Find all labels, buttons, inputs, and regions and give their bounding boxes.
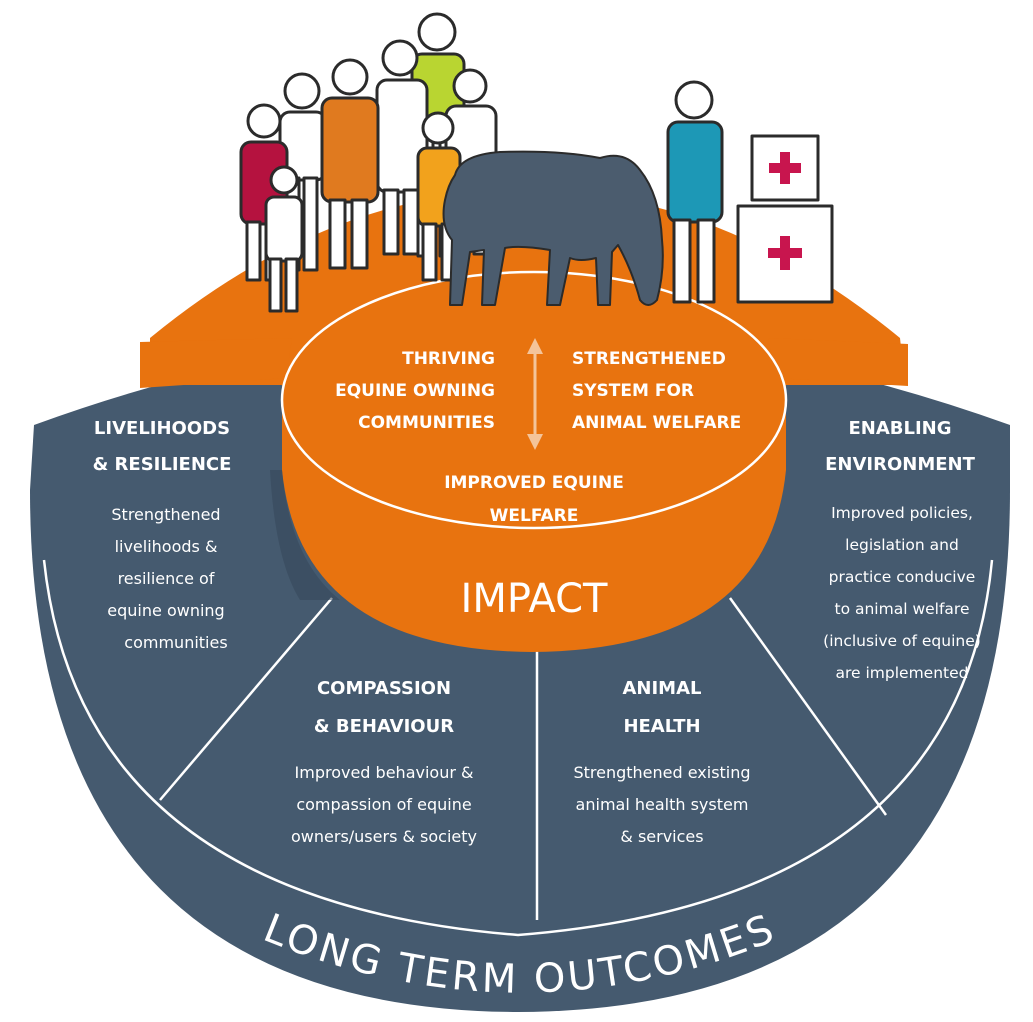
disc-shadow: [270, 470, 340, 600]
impact-bottom-line-2: WELFARE: [490, 506, 579, 526]
first-aid-kit-icon: [750, 134, 820, 202]
person-icon: [666, 80, 724, 304]
animal-health-body-3: & services: [620, 827, 703, 846]
impact-left-line-3: COMMUNITIES: [358, 413, 495, 433]
enabling-body-2: legislation and: [845, 536, 959, 554]
livelihoods-body-4: equine owning: [107, 601, 224, 620]
impact-right-line-2: SYSTEM FOR: [572, 381, 694, 401]
outcomes-ring-line: [42, 559, 994, 937]
outcome-compassion: COMPASSION & BEHAVIOUR Improved behaviou…: [291, 678, 477, 846]
animal-health-body-1: Strengthened existing: [573, 763, 750, 782]
impact-left-line-2: EQUINE OWNING: [335, 381, 495, 401]
livelihoods-body-2: livelihoods &: [115, 537, 218, 556]
illustration: [239, 12, 834, 313]
enabling-body-3: practice conducive: [829, 568, 976, 586]
enabling-heading-1: ENABLING: [848, 418, 951, 439]
livelihoods-heading-2: & RESILIENCE: [93, 454, 232, 475]
person-icon: [320, 58, 380, 270]
animal-health-heading-1: ANIMAL: [622, 678, 701, 699]
compassion-heading-2: & BEHAVIOUR: [314, 716, 454, 737]
divider-left: [159, 597, 333, 801]
outcome-enabling-environment: ENABLING ENVIRONMENT Improved policies, …: [823, 418, 981, 682]
compassion-body-1: Improved behaviour &: [295, 763, 474, 782]
impact-right-outcome: STRENGTHENED SYSTEM FOR ANIMAL WELFARE: [572, 349, 741, 433]
double-arrow-icon: [527, 338, 543, 450]
livelihoods-heading-1: LIVELIHOODS: [94, 418, 230, 439]
first-aid-kit-icon: [736, 204, 834, 304]
compassion-body-3: owners/users & society: [291, 827, 477, 846]
enabling-body-5: (inclusive of equine): [823, 632, 981, 650]
horse-icon: [442, 150, 664, 306]
enabling-body-6: are implemented: [836, 664, 969, 682]
impact-bottom-outcome: IMPROVED EQUINE WELFARE: [444, 473, 624, 526]
impact-left-line-1: THRIVING: [402, 349, 495, 369]
impact-left-outcome: THRIVING EQUINE OWNING COMMUNITIES: [335, 349, 495, 433]
person-icon: [264, 165, 304, 313]
livelihoods-body-3: resilience of: [118, 569, 215, 588]
platform-left-ledge: [140, 338, 292, 388]
impact-title: IMPACT: [461, 576, 608, 622]
livelihoods-body-1: Strengthened: [111, 505, 220, 524]
outcome-animal-health: ANIMAL HEALTH Strengthened existing anim…: [573, 678, 750, 846]
enabling-body-4: to animal welfare: [835, 600, 970, 618]
enabling-body-1: Improved policies,: [831, 504, 973, 522]
impact-disc-rim: [280, 270, 788, 530]
animal-health-heading-2: HEALTH: [623, 716, 700, 737]
divider-right: [728, 597, 888, 816]
compassion-heading-1: COMPASSION: [317, 678, 451, 699]
animal-health-body-2: animal health system: [576, 795, 749, 814]
impact-right-line-1: STRENGTHENED: [572, 349, 726, 369]
compassion-body-2: compassion of equine: [296, 795, 471, 814]
platform-right-ledge: [768, 338, 908, 386]
enabling-heading-2: ENVIRONMENT: [825, 454, 975, 475]
livelihoods-body-5: communities: [124, 633, 227, 652]
impact-bottom-line-1: IMPROVED EQUINE: [444, 473, 624, 493]
impact-right-line-3: ANIMAL WELFARE: [572, 413, 741, 433]
outcome-livelihoods: LIVELIHOODS & RESILIENCE Strengthened li…: [93, 418, 232, 652]
person-icon: [375, 39, 429, 256]
